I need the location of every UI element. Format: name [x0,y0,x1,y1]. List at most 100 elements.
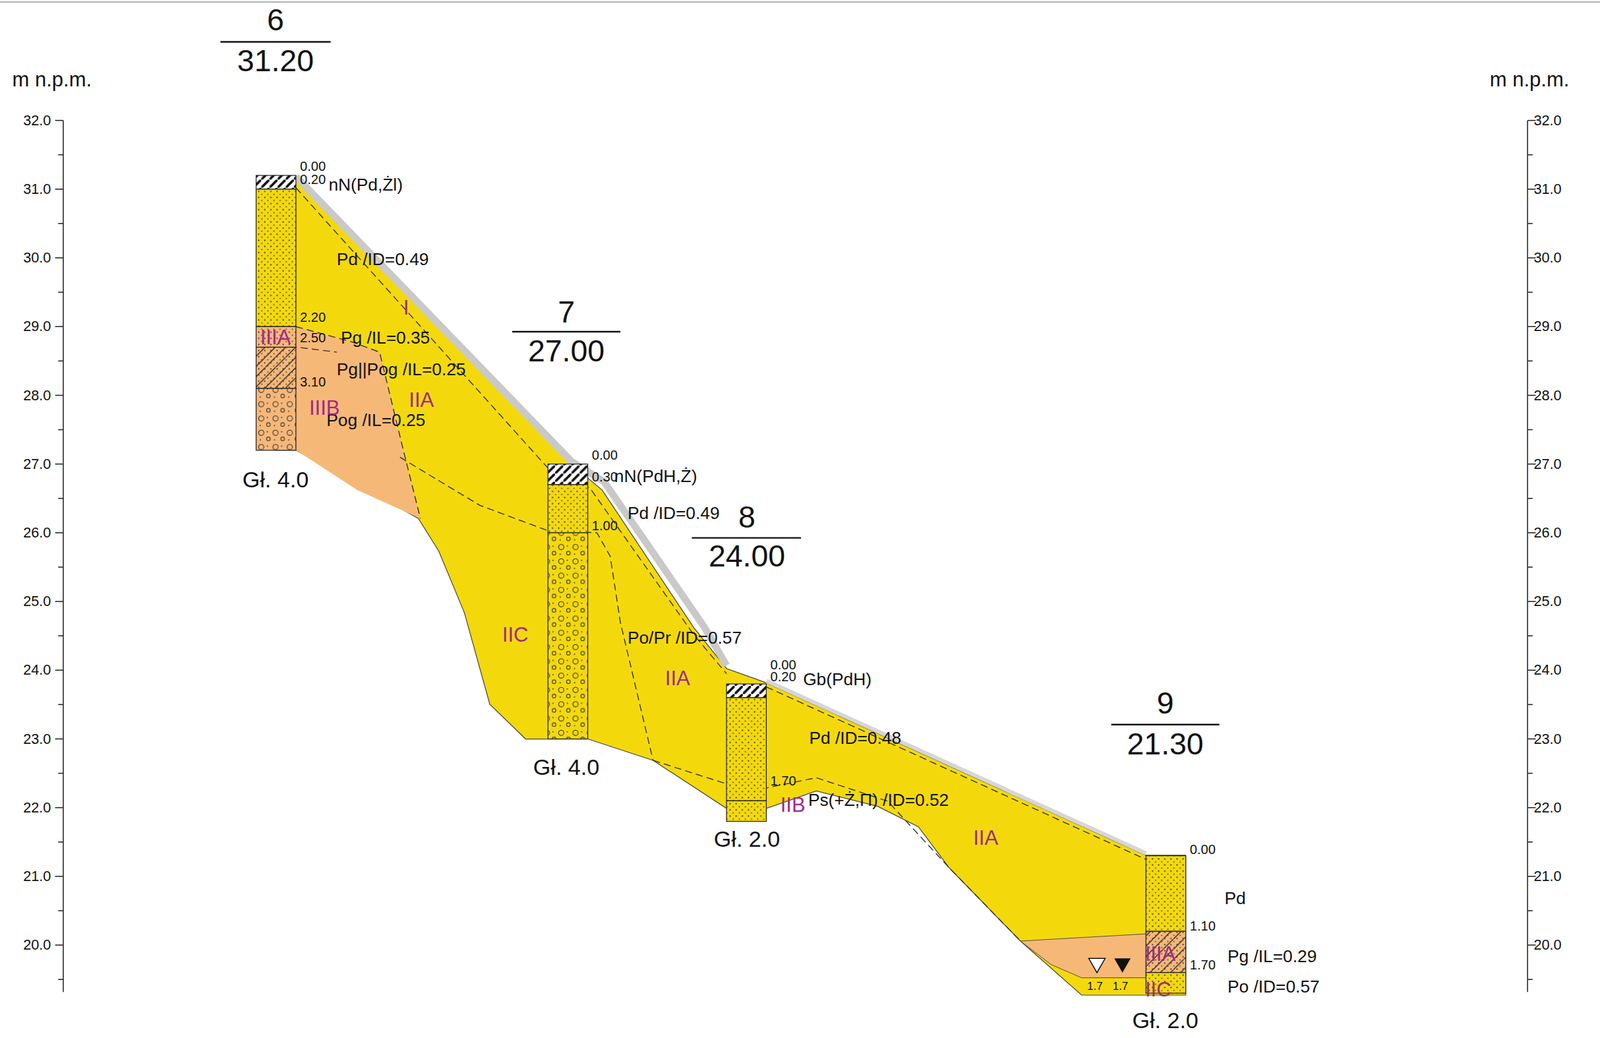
elevation-tick-label: 20.0 [23,936,51,953]
depth-label: 2.50 [299,330,326,345]
axis-tick [55,875,64,877]
axis-tick [1527,497,1533,500]
elevation-tick-label: 28.0 [1533,387,1562,404]
geotechnical-zone: IIA [973,826,999,850]
layer-boundary [766,686,1146,860]
axis-tick [55,944,64,946]
borehole-pattern [547,532,588,740]
axis-tick [55,119,64,122]
borehole-layer [726,683,767,698]
elevation-tick-label: 31.0 [23,181,51,198]
elevation-axis [62,120,64,993]
geotechnical-zone: IIA [408,388,434,412]
elevation-tick-label: 24.0 [1533,661,1562,678]
borehole-layer [547,484,588,533]
axis-tick [55,325,64,327]
axis-tick [1527,566,1533,568]
depth-label: 0.00 [592,447,618,463]
borehole-header: 9 [1156,686,1175,720]
elevation-tick-label: 29.0 [1533,318,1562,335]
axis-tick [58,841,64,843]
borehole-layer [547,464,588,485]
soil-layer-label: Pog /IL=0.25 [326,410,426,430]
borehole-layer [256,175,297,190]
elevation-tick-label: 23.0 [23,731,51,747]
elevation-tick-label: 21.0 [1533,868,1562,885]
axis-tick [1527,154,1533,156]
depth-label: 0.30 [592,469,618,484]
borehole-pattern [256,347,297,389]
axis-tick [1527,222,1533,225]
axis-tick [58,634,64,637]
depth-label: 1.70 [1189,957,1216,972]
soil-layer-label: Pg /IL=0.35 [340,328,430,348]
depth-label: 0.00 [1189,841,1216,857]
borehole-column [547,464,588,740]
axis-tick [1527,634,1533,637]
elevation-tick-label: 30.0 [1533,249,1562,266]
axis-tick [58,704,64,706]
depth-label: 3.10 [299,374,326,389]
depth-label: 1.00 [592,518,618,533]
geotechnical-zone: IIIA [260,326,292,349]
borehole-column [256,175,297,451]
soil-layer-label: Po/Pr /ID=0.57 [627,628,742,648]
header-rule [220,40,331,43]
axis-tick [1527,429,1533,431]
borehole-pattern [726,800,767,821]
axis-tick [58,429,64,431]
axis-tick [58,909,64,912]
axis-tick [58,978,64,980]
elevation-tick-label: 23.0 [1533,731,1562,747]
borehole-header: 24.00 [708,539,786,573]
layer-boundary [400,456,654,761]
axis-tick [58,360,64,362]
elevation-tick-label: 21.0 [23,868,51,885]
geotechnical-zone: IIC [1145,978,1172,1001]
borehole-depth: Gł. 2.0 [1131,1007,1198,1034]
axis-tick [55,188,64,190]
soil-layer-label: Pd [1224,888,1246,908]
soil-layer-label: Pg /IL=0.29 [1227,946,1317,966]
borehole-layer [1145,855,1186,932]
axis-tick [55,394,64,397]
axis-tick [55,600,64,602]
axis-tick [1527,291,1533,293]
elevation-tick-label: 25.0 [23,593,51,610]
borehole-pattern [726,697,767,801]
borehole-layer [726,800,767,821]
elevation-tick-label: 32.0 [1533,112,1562,129]
borehole-pattern [256,175,297,190]
soil-layer-label: nN(Pd,Żl) [328,175,403,195]
depth-label: 1.70 [770,773,797,788]
borehole-layer [256,388,297,451]
borehole-header: 21.30 [1127,727,1204,761]
water-level-seeped [1089,957,1106,973]
axis-tick [1527,978,1533,980]
axis-tick [55,669,64,672]
soil-layer-label: Pd /ID=0.49 [627,503,720,523]
topsoil-band [296,176,727,666]
elevation-tick-label: 25.0 [1533,593,1562,610]
geotechnical-zone: IIA [665,667,691,690]
header-rule [512,330,621,333]
borehole-layer [547,532,588,740]
borehole-layer [726,697,767,801]
elevation-tick-label: 26.0 [1533,524,1562,541]
borehole-header: 27.00 [528,334,605,368]
depth-label: 0.20 [299,172,326,187]
elevation-tick-label: 26.0 [23,524,51,541]
axis-tick [55,532,64,534]
borehole-pattern [1145,855,1186,932]
borehole-header: 7 [557,295,575,329]
geotechnical-zone: IIIB [309,396,341,420]
elevation-tick-label: 22.0 [1533,799,1562,816]
borehole-depth: Gł. 2.0 [713,826,780,852]
depth-label: 2.20 [299,309,326,325]
header-rule [1111,723,1220,726]
borehole-header: 31.20 [237,44,314,78]
layer-boundary [653,760,1021,941]
axis-tick [58,222,64,225]
axis-tick [1527,704,1533,706]
